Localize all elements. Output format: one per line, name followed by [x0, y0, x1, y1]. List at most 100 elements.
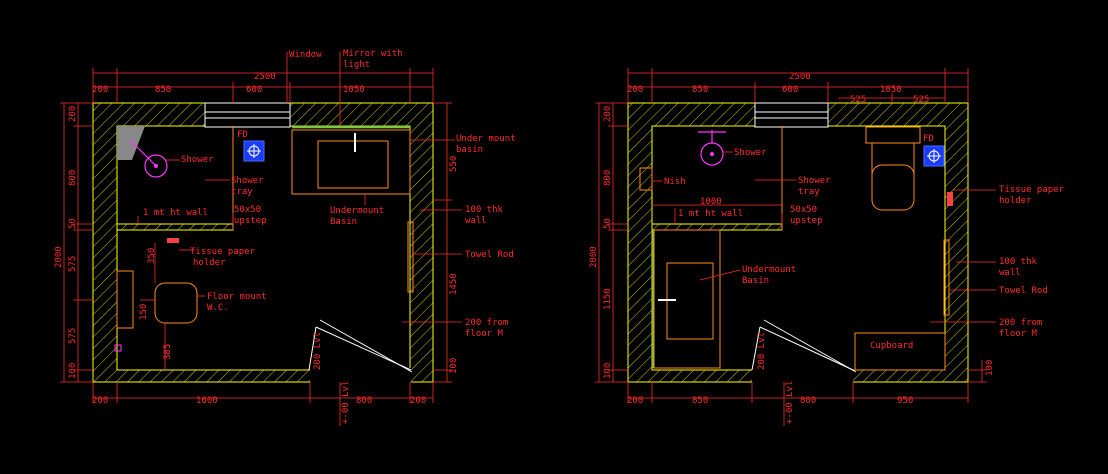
plan1-bottom-d1: 200 [92, 396, 108, 406]
plan2-label-towel-rod: Towel Rod [999, 286, 1048, 296]
plan2-label-tray-l2: tray [798, 187, 820, 197]
plan1-label-fd: FD [237, 130, 248, 140]
plan2-top-total: 2500 [789, 72, 811, 82]
plan1-left-d3: 50 [68, 218, 78, 229]
plan1-bottom-d2: 1600 [196, 396, 218, 406]
plan2-bottom-d3: 800 [800, 396, 816, 406]
plan1-label-window: Window [289, 50, 322, 60]
plan2-window [754, 102, 829, 128]
plan2-lvl-bottom: +-00 Lvl [785, 381, 795, 424]
plan2-left-d2: 800 [603, 170, 613, 186]
plan2-door-opening [752, 368, 853, 384]
plan2-label-upstep-l1: 50x50 [790, 205, 817, 215]
plan1-left-d2: 800 [68, 170, 78, 186]
plan1-bottom-d3: 800 [356, 396, 372, 406]
plan2-label-basin-l1: Undermount [742, 265, 796, 275]
plan1-wc-top: 350 [147, 248, 157, 264]
plan1-label-wall-l2: wall [465, 216, 487, 226]
plan2-1mt-wall [651, 223, 783, 231]
plan1-label-tissue-l1: Tissue paper [190, 247, 256, 257]
plan2-bottom-d4: 950 [897, 396, 913, 406]
plan2-label-basin-l2: Basin [742, 276, 769, 286]
plan1-label-mirror-l1: Mirror with [343, 49, 403, 59]
plan2-bottom-d2: 850 [692, 396, 708, 406]
plan1-label-towel-rod: Towel Rod [465, 250, 514, 260]
plan1-lvl-bottom: +-00 Lvl [341, 381, 351, 424]
plan1-wc-bottom: 385 [163, 344, 173, 360]
plan2-label-cupboard: Cupboard [870, 341, 913, 351]
plan1-basin-counter [291, 129, 411, 195]
plan2-label-tissue-l1: Tissue paper [999, 185, 1065, 195]
plan2-w1000: 1000 [700, 197, 722, 207]
plan2-label-shower: Shower [734, 148, 767, 158]
plan1-lvl-top: 200 Lvl [313, 332, 323, 370]
plan2-lvl-top: 200 Lvl [757, 332, 767, 370]
plan2-left-d3: 50 [603, 218, 613, 229]
plan2-left-d5: 100 [603, 363, 613, 379]
plan1-right-d3: 100 [449, 358, 459, 374]
plan1-right-d1: 550 [449, 156, 459, 172]
plan1-label-undermount-r2: basin [456, 145, 483, 155]
plan1-left-d4: 575 [68, 256, 78, 272]
plan1-label-upstep-l1: 50x50 [234, 205, 261, 215]
plan1-label-wc-l1: Floor mount [207, 292, 267, 302]
plan1-tissue-holder [167, 238, 179, 243]
plan2-basin-counter [653, 229, 721, 369]
plan2-label-1mt-wall: 1 mt ht wall [678, 209, 743, 219]
plan2-label-floor-l1: 200 from [999, 318, 1042, 328]
plan1-left-total: 2000 [54, 246, 64, 268]
plan1-window [204, 102, 291, 128]
plan2-label-tray-l1: Shower [798, 176, 831, 186]
plan2-top-d6: 525 [913, 95, 929, 105]
plan2-label-wall-l1: 100 thk [999, 257, 1038, 267]
plan1-left-d1: 200 [68, 106, 78, 122]
plan2-left-d1: 200 [603, 106, 613, 122]
plan2-label-tissue-l2: holder [999, 196, 1032, 206]
plan2-label-fd: FD [923, 134, 934, 144]
plan1-top-d1: 200 [92, 85, 108, 95]
plan2-towel-rod [943, 239, 950, 316]
plan1-top-d4: 1050 [343, 85, 365, 95]
plan2-left-total: 2000 [589, 246, 599, 268]
plan2-label-niche: Nish [664, 177, 686, 187]
plan1-label-mirror-l2: light [343, 60, 370, 70]
plan1-label-shower: Shower [181, 155, 214, 165]
plan2-room [651, 125, 946, 371]
plan1-label-floor-l1: 200 from [465, 318, 508, 328]
plan-2: 2500 200 850 600 1050 525 525 200 850 80… [589, 68, 1065, 426]
plan1-label-tray-l2: tray [231, 187, 253, 197]
plan1-wc-side: 150 [139, 304, 149, 320]
plan1-label-undermount-r1: Under mount [456, 134, 516, 144]
plan1-label-upstep-l2: upstep [234, 216, 267, 226]
plan2-cupboard [854, 332, 946, 371]
plan1-top-d3: 600 [246, 85, 262, 95]
plan2-top-d5: 525 [850, 95, 866, 105]
plan1-right-d2: 1450 [449, 273, 459, 295]
plan2-bottom-d1: 200 [627, 396, 643, 406]
plan2-right-d1: 100 [985, 360, 995, 376]
plan1-wc-bowl [154, 282, 198, 324]
plan1-top-d2: 850 [155, 85, 171, 95]
plan2-top-d3: 600 [782, 85, 798, 95]
plan1-towel-rod [407, 221, 414, 293]
plan2-label-upstep-l2: upstep [790, 216, 823, 226]
plan1-bottom-d4: 200 [410, 396, 426, 406]
plan1-label-basin-l1: Undermount [330, 206, 384, 216]
plan1-1mt-wall [116, 223, 234, 231]
plan2-label-wall-l2: wall [999, 268, 1021, 278]
plan-1: 2500 200 850 600 1050 200 1600 800 200 2… [54, 49, 516, 426]
plan1-left-d6: 100 [68, 363, 78, 379]
plan2-wc-bowl [871, 164, 915, 211]
plan1-door-opening [310, 368, 411, 384]
plan1-basin [317, 140, 389, 189]
shower-icon [144, 154, 168, 178]
plan2-top-d1: 200 [627, 85, 643, 95]
plan2-label-floor-l2: floor M [999, 329, 1038, 339]
plan1-top-total: 2500 [254, 72, 276, 82]
plan1-label-floor-l2: floor M [465, 329, 504, 339]
plan2-top-d2: 850 [692, 85, 708, 95]
plan1-label-wall-l1: 100 thk [465, 205, 504, 215]
plan1-label-1mt-wall: 1 mt ht wall [143, 208, 208, 218]
plan1-shower-corner [117, 126, 145, 160]
